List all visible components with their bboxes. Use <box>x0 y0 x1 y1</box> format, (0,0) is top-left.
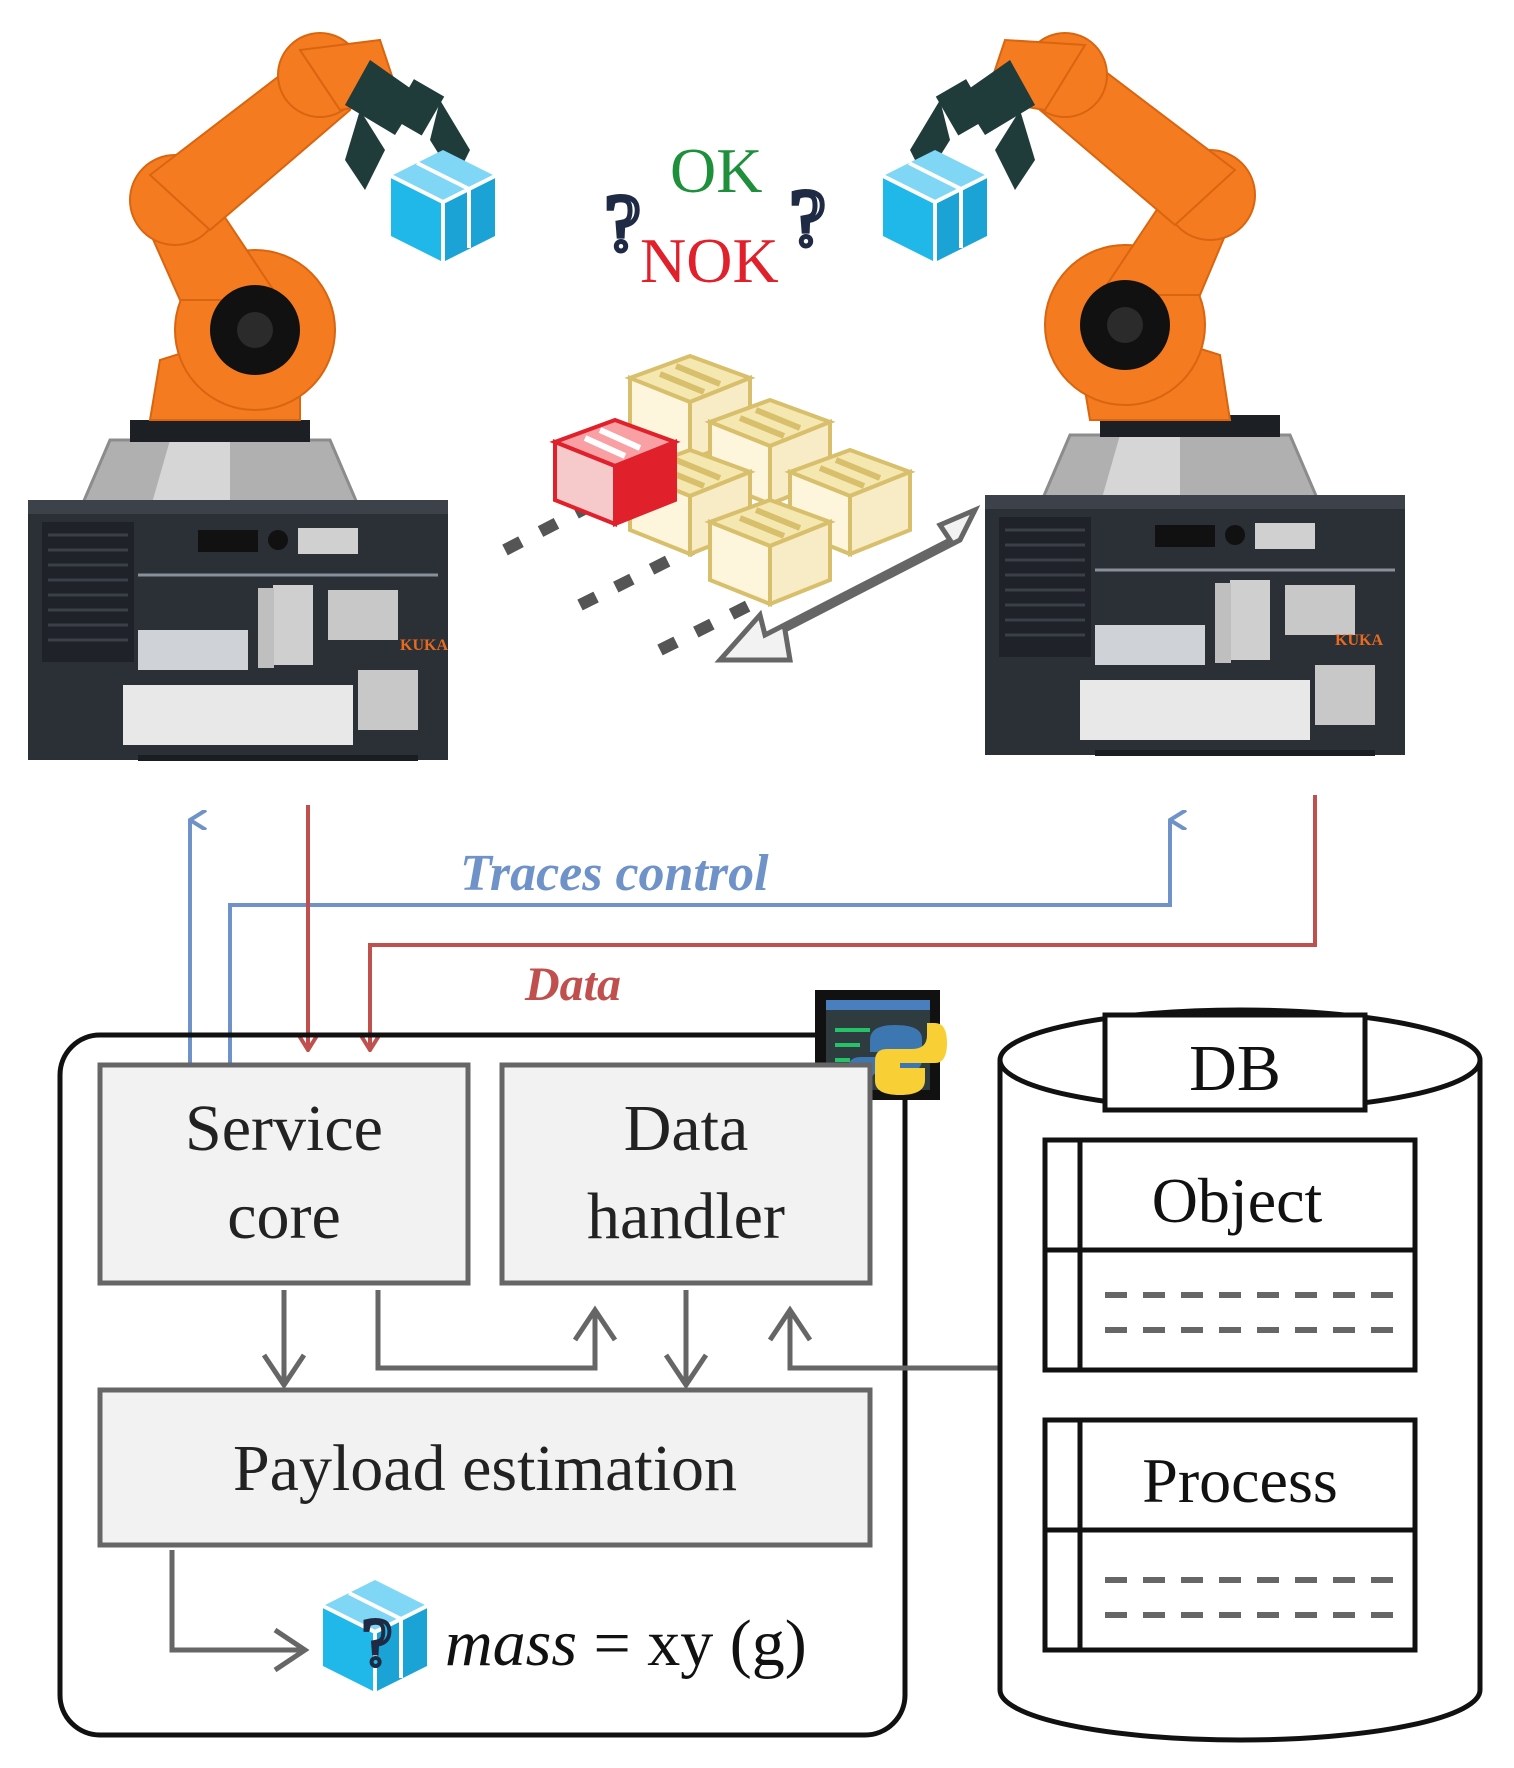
left-box-icon <box>389 148 497 264</box>
db-table-process-name: Process <box>1142 1445 1338 1516</box>
service-core-block <box>97 1062 471 1286</box>
mass-question-icon: ? <box>362 1604 392 1680</box>
payload-estimation-label: Payload estimation <box>233 1432 737 1505</box>
question-icon-right: ? <box>790 175 826 263</box>
db-table-process: Process <box>1042 1417 1418 1653</box>
mass-formula: mass = xy (g) <box>445 1607 807 1680</box>
data-handler-label-2: handler <box>587 1180 785 1253</box>
data-label: Data <box>524 958 621 1011</box>
mass-var: mass <box>445 1607 577 1680</box>
payload-estimation-block <box>97 1387 873 1548</box>
python-icon <box>815 990 947 1100</box>
left-controller-cabinet-icon <box>26 498 450 763</box>
internal-arrows <box>169 1290 1015 1673</box>
mass-rest: = xy (g) <box>577 1607 807 1680</box>
parcel-box <box>710 500 830 604</box>
db-table-object: Object <box>1042 1137 1418 1373</box>
service-core-label-2: core <box>227 1180 341 1253</box>
left-robot: KUKA <box>26 32 497 763</box>
right-cabinet-brand: KUKA <box>1335 632 1383 649</box>
connection-arrows <box>188 795 1317 1065</box>
rejected-box-icon <box>549 417 681 527</box>
data-handler-block <box>499 1062 873 1286</box>
right-gripper-icon <box>910 60 1035 190</box>
app-container <box>57 1032 908 1738</box>
right-box-icon <box>881 148 989 264</box>
left-cabinet-brand: KUKA <box>400 637 448 654</box>
data-handler-label-1: Data <box>624 1092 749 1165</box>
data-arrow-right <box>370 795 1317 1050</box>
database-icon: DB Object Process <box>997 1007 1483 1743</box>
traces-control-label: Traces control <box>460 845 769 902</box>
nok-label: NOK <box>640 225 779 296</box>
db-title: DB <box>1189 1032 1281 1105</box>
question-icon-left: ? <box>605 180 641 268</box>
conveyor-direction-arrow <box>714 505 981 663</box>
conveyor-boxes <box>502 356 981 663</box>
left-gripper-icon <box>345 60 470 190</box>
right-robot: KUKA <box>881 32 1407 758</box>
service-core-label-1: Service <box>185 1092 383 1165</box>
db-table-object-name: Object <box>1152 1165 1323 1236</box>
traces-arrow-right <box>228 820 1170 1065</box>
right-controller-cabinet-icon <box>983 493 1407 758</box>
ok-label: OK <box>670 135 762 206</box>
